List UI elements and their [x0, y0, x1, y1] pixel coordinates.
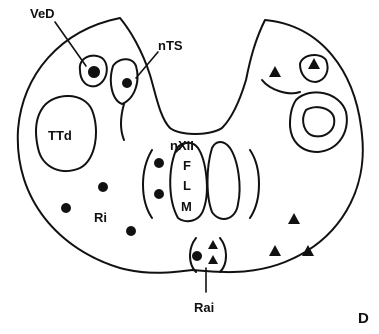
right-ri-marker-1 — [288, 213, 300, 224]
flm-marker-lower — [154, 189, 164, 199]
ved-marker — [88, 66, 100, 78]
rai-marker-circle — [192, 251, 202, 261]
rai-right-arc — [220, 238, 226, 272]
left-arc-outline — [143, 150, 152, 218]
right-arc-outline — [250, 150, 259, 218]
nts-label: nTS — [158, 38, 183, 53]
ri-label: Ri — [94, 210, 107, 225]
ved-label: VeD — [30, 6, 55, 21]
right-ttd-inner — [303, 107, 334, 136]
right-nts-marker — [269, 66, 281, 77]
panel-label: D — [358, 310, 369, 327]
flm-right-column — [208, 142, 240, 219]
ri-marker-1 — [98, 182, 108, 192]
left-tract-line — [121, 104, 124, 140]
right-ved-marker — [308, 58, 320, 69]
rai-marker-triangle-lower — [208, 255, 218, 264]
ri-marker-2 — [61, 203, 71, 213]
nts-marker — [122, 78, 132, 88]
ved-leader-line — [55, 22, 86, 66]
nxii-label: nXII — [170, 138, 194, 153]
rai-marker-triangle-upper — [208, 240, 218, 249]
rai-label: Rai — [194, 300, 214, 315]
flm-marker-upper — [154, 158, 164, 168]
ttd-label: TTd — [48, 128, 72, 143]
ri-marker-3 — [126, 226, 136, 236]
right-ri-marker-2 — [269, 245, 281, 256]
right-ttd-outline — [290, 92, 347, 152]
flm-m-label: M — [181, 199, 192, 214]
nts-leader-line — [136, 52, 158, 78]
flm-f-label: F — [183, 158, 191, 173]
right-tract-line — [262, 80, 300, 93]
flm-l-label: L — [183, 178, 191, 193]
